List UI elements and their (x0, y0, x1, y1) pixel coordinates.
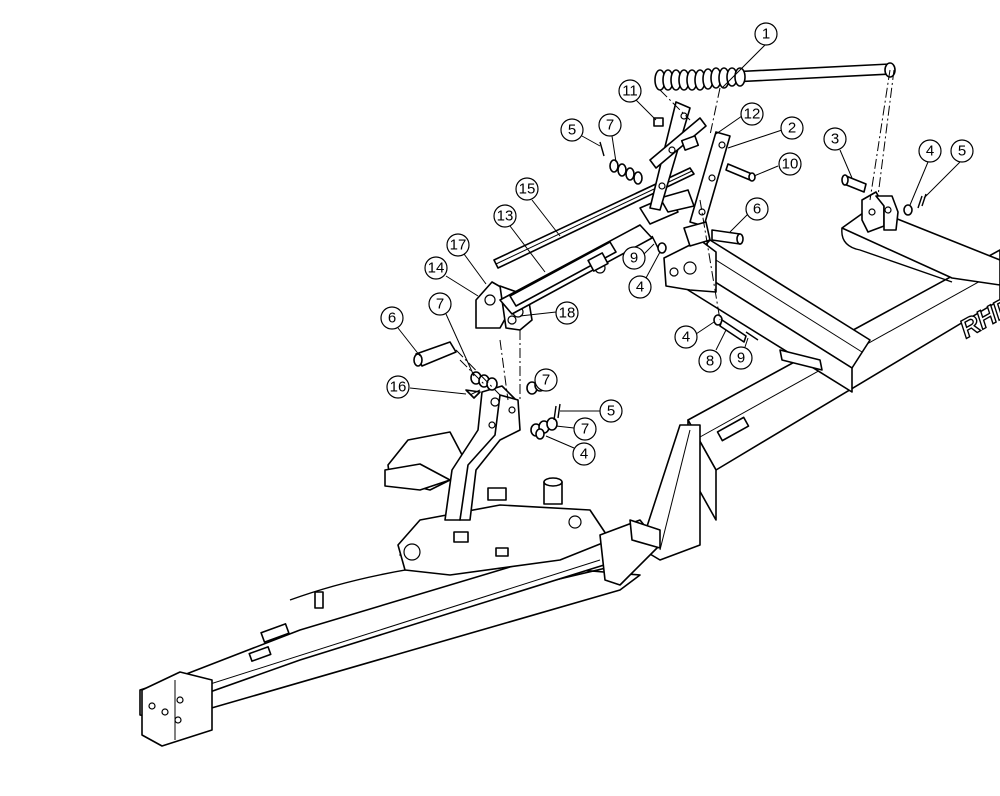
cotter-pin-5-upper (599, 141, 605, 157)
callout-label: 8 (706, 353, 714, 370)
washer-4-right (903, 204, 913, 216)
callout-3: 3 (823, 127, 853, 179)
pin-6-right (711, 229, 744, 245)
callout-label: 17 (450, 237, 467, 254)
callout-label: 4 (580, 446, 588, 463)
callout-label: 5 (568, 122, 576, 139)
callout-18: 18 (519, 301, 579, 325)
callout-13: 13 (493, 204, 546, 273)
callout-15: 15 (515, 177, 561, 237)
callout-4-top: 4 (909, 139, 942, 206)
front-mast (444, 385, 521, 521)
callout-label: 12 (744, 106, 761, 123)
callout-12: 12 (715, 102, 764, 135)
callout-10: 10 (753, 152, 802, 177)
callout-label: 7 (436, 296, 444, 313)
callout-label: 11 (622, 83, 638, 100)
washers-7-upper (609, 159, 643, 185)
callout-6-left: 6 (380, 306, 421, 357)
callout-1: 1 (721, 22, 778, 89)
callout-label: 9 (737, 350, 745, 367)
callout-label: 18 (559, 305, 576, 322)
main-frame: RHD (139, 207, 1000, 747)
callout-7-mid: 7 (534, 368, 558, 392)
callout-label: 6 (753, 201, 761, 218)
callout-label: 5 (607, 403, 615, 420)
callout-14: 14 (424, 256, 479, 297)
callout-7-lower: 7 (555, 417, 597, 441)
adjuster-rod-1 (654, 62, 896, 91)
callout-label: 7 (542, 372, 550, 389)
callout-9-lower: 9 (729, 337, 753, 370)
callout-label: 14 (428, 260, 445, 277)
pin-9-mid (651, 235, 659, 249)
callout-4-mid: 4 (628, 251, 661, 299)
callout-label: 4 (682, 329, 690, 346)
callout-7-left: 7 (428, 292, 475, 377)
callout-8: 8 (698, 329, 727, 373)
callout-label: 7 (581, 421, 589, 438)
callout-label: 15 (519, 181, 536, 198)
callout-label: 4 (636, 279, 644, 296)
callout-label: 6 (388, 310, 396, 327)
assembly-lines (455, 69, 895, 401)
cotter-pin-5-mid (553, 403, 561, 421)
callout-6-right: 6 (729, 197, 769, 233)
callouts: 1 11 12 2 3 4 5 5 (380, 22, 974, 466)
callout-11: 11 (618, 79, 657, 121)
hydraulic-cylinder (499, 189, 695, 315)
callout-4-lower: 4 (674, 321, 715, 349)
callout-2: 2 (727, 116, 804, 149)
callout-4-bottom: 4 (545, 435, 596, 466)
callout-7-upper: 7 (598, 113, 622, 163)
callout-17: 17 (446, 233, 487, 285)
callout-label: 2 (788, 120, 796, 137)
callout-label: 9 (630, 250, 638, 267)
callout-5-mid: 5 (560, 399, 623, 423)
callout-label: 10 (782, 156, 799, 173)
callout-5-top-right: 5 (923, 139, 974, 199)
cotter-pin-5-right (917, 193, 927, 209)
callout-label: 5 (958, 143, 966, 160)
callout-label: 1 (762, 26, 770, 43)
callout-16: 16 (386, 375, 467, 399)
callout-9-mid: 9 (622, 243, 655, 270)
callout-label: 16 (390, 379, 407, 396)
clevis-bracket (861, 191, 899, 233)
nut-11 (653, 117, 664, 127)
pin-8-9-lower (719, 319, 759, 343)
washer-4-mid (657, 242, 667, 254)
callout-5-upper: 5 (560, 118, 601, 147)
pin-3 (841, 174, 867, 193)
pin-6-left (413, 341, 457, 367)
callout-label: 4 (926, 143, 934, 160)
pin-10 (725, 163, 756, 182)
callout-label: 13 (497, 208, 514, 225)
callout-label: 3 (831, 131, 839, 148)
callout-label: 7 (606, 117, 614, 134)
